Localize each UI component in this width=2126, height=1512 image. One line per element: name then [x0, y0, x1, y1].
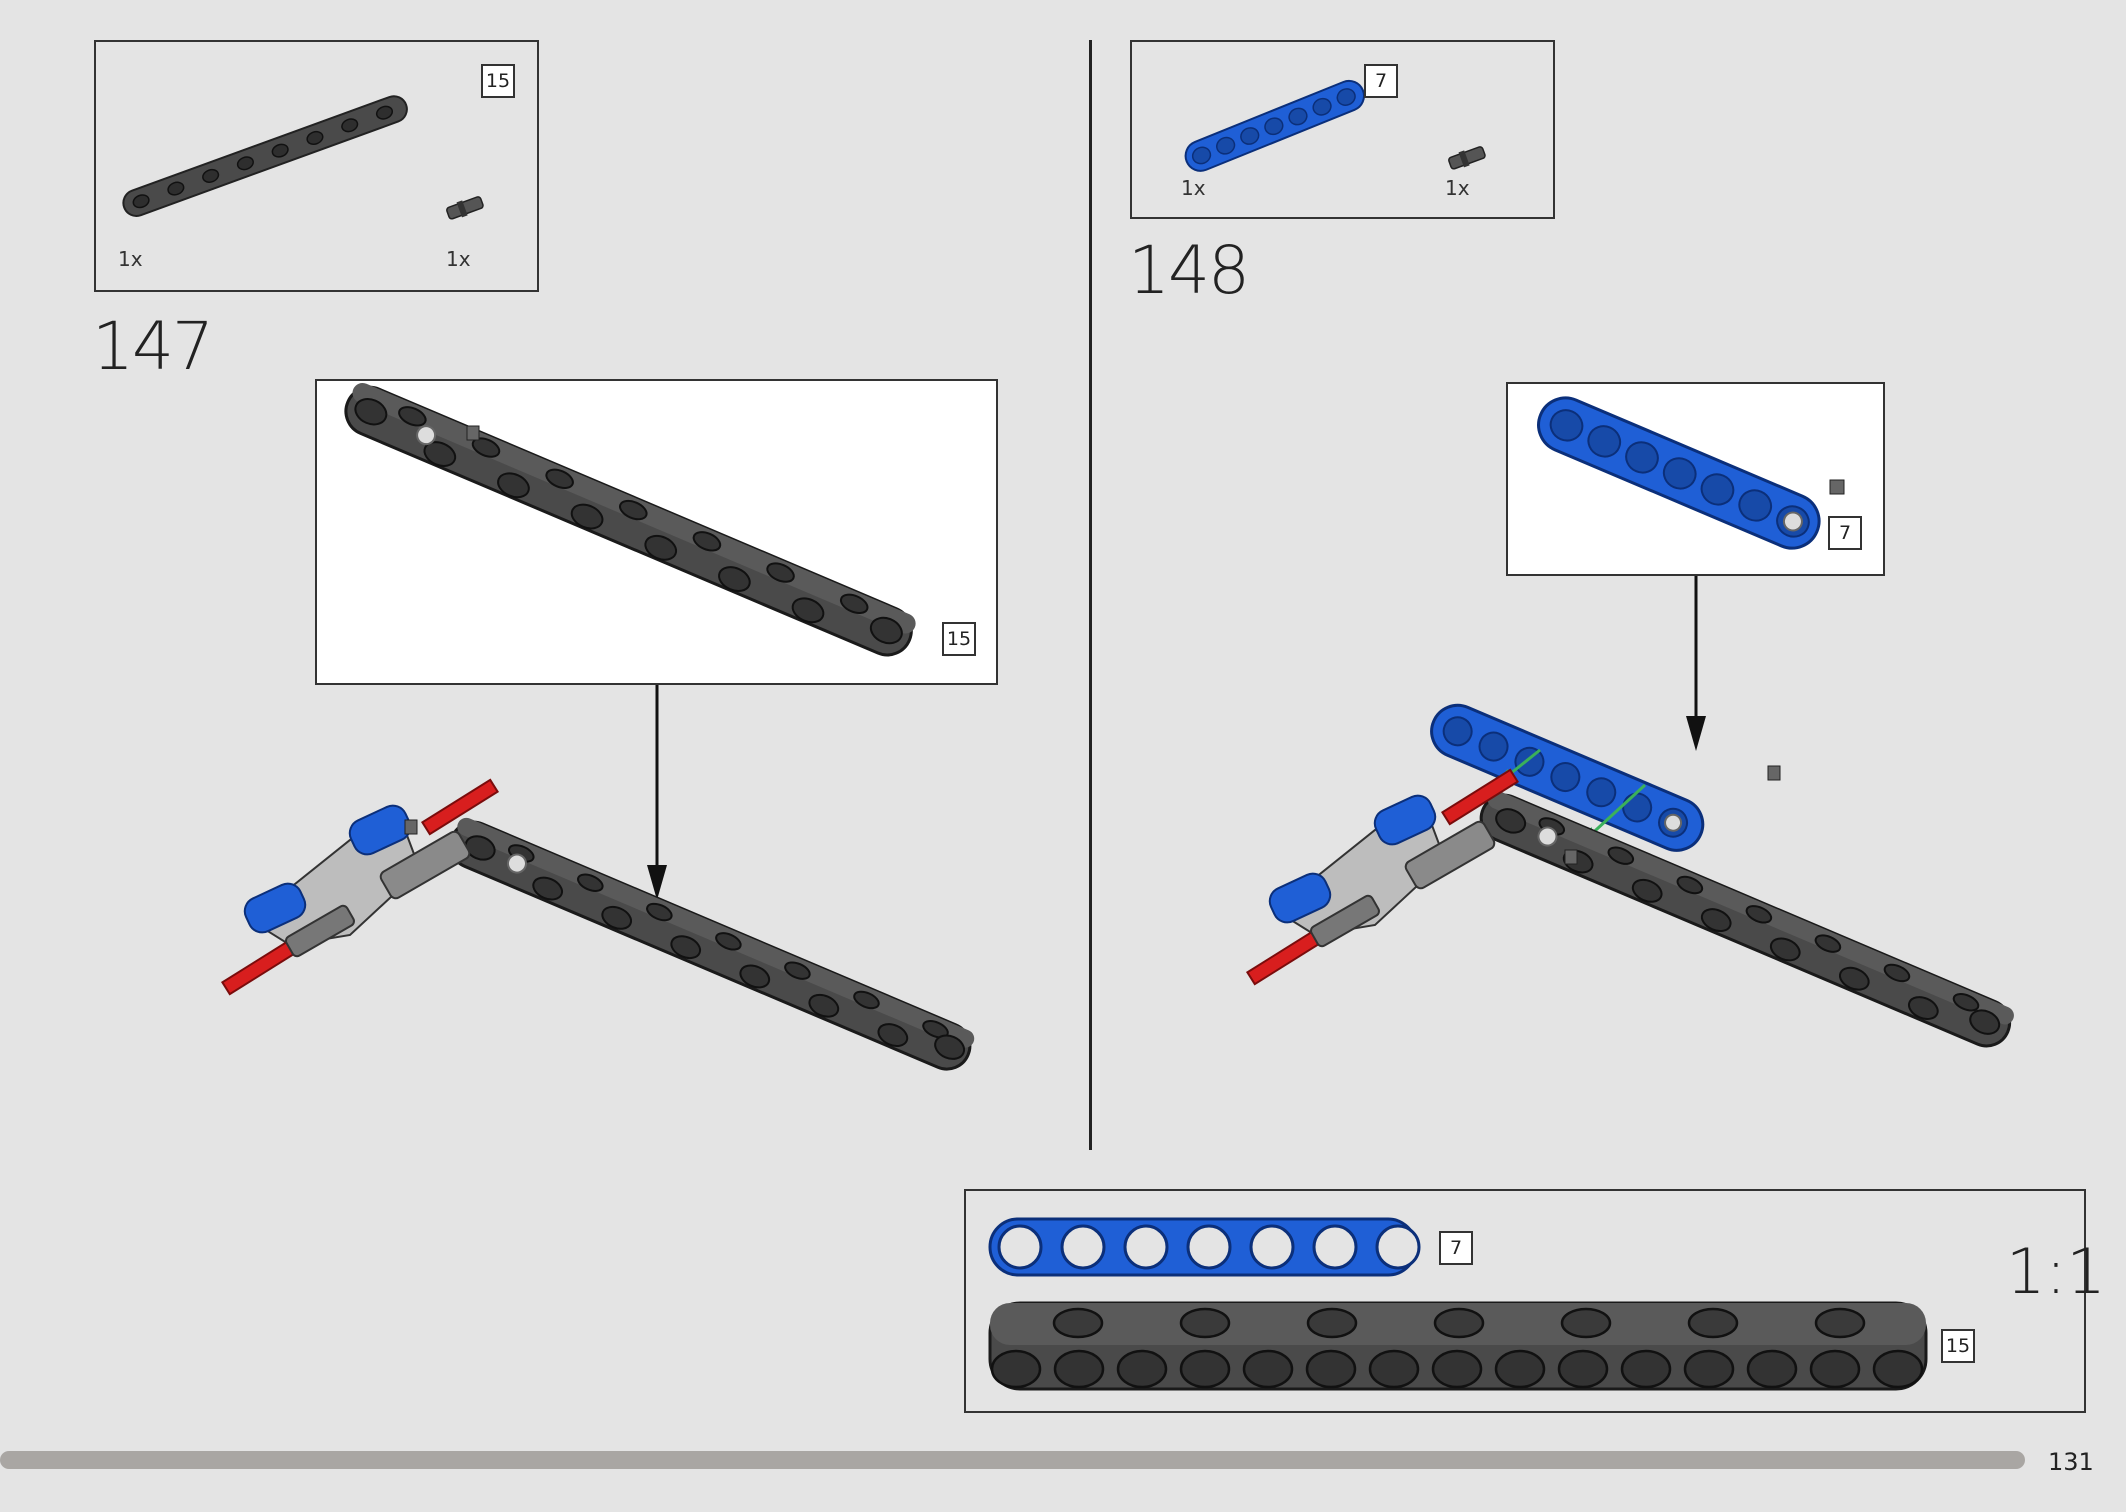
pin-part-icon — [1448, 146, 1486, 170]
scale-length-badge: 7 — [1439, 1231, 1473, 1265]
beam-15-scale-icon — [988, 1301, 1928, 1391]
part-length-badge: 7 — [1364, 64, 1398, 98]
parts-list-147: 15 1x 1x — [94, 40, 539, 292]
part-qty: 1x — [446, 247, 471, 271]
assembly-model-148 — [1245, 703, 2014, 1048]
callout-length-badge: 15 — [942, 622, 976, 656]
page-progress-bar — [0, 1451, 2025, 1469]
beam-15-callout-icon — [344, 382, 916, 657]
assembly-arrow-148 — [1686, 576, 1706, 751]
scale-length-badge: 15 — [1941, 1329, 1975, 1363]
assembly-model-147 — [220, 778, 975, 1071]
beam-7-callout-icon — [1537, 396, 1845, 550]
beam-7-scale-icon — [988, 1217, 1421, 1277]
page-divider — [1089, 40, 1092, 1150]
part-length-badge: 15 — [481, 64, 515, 98]
pin-part-icon — [446, 196, 484, 220]
callout-147: 15 — [315, 379, 998, 685]
page-number: 131 — [2048, 1448, 2094, 1476]
step-number-148: 148 — [1128, 232, 1250, 309]
part-qty: 1x — [1445, 176, 1470, 200]
part-qty: 1x — [1181, 176, 1206, 200]
callout-148: 7 — [1506, 382, 1885, 576]
parts-list-148: 7 1x 1x — [1130, 40, 1555, 219]
beam-15-part-icon — [122, 95, 484, 220]
scale-reference-box: 7 15 1:1 — [964, 1189, 2106, 1413]
assembly-arrow-147 — [647, 685, 667, 900]
beam-7-part-icon — [1184, 79, 1486, 172]
callout-length-badge: 7 — [1828, 516, 1862, 550]
scale-label: 1:1 — [2006, 1235, 2106, 1308]
part-qty: 1x — [118, 247, 143, 271]
step-number-147: 147 — [92, 308, 214, 385]
